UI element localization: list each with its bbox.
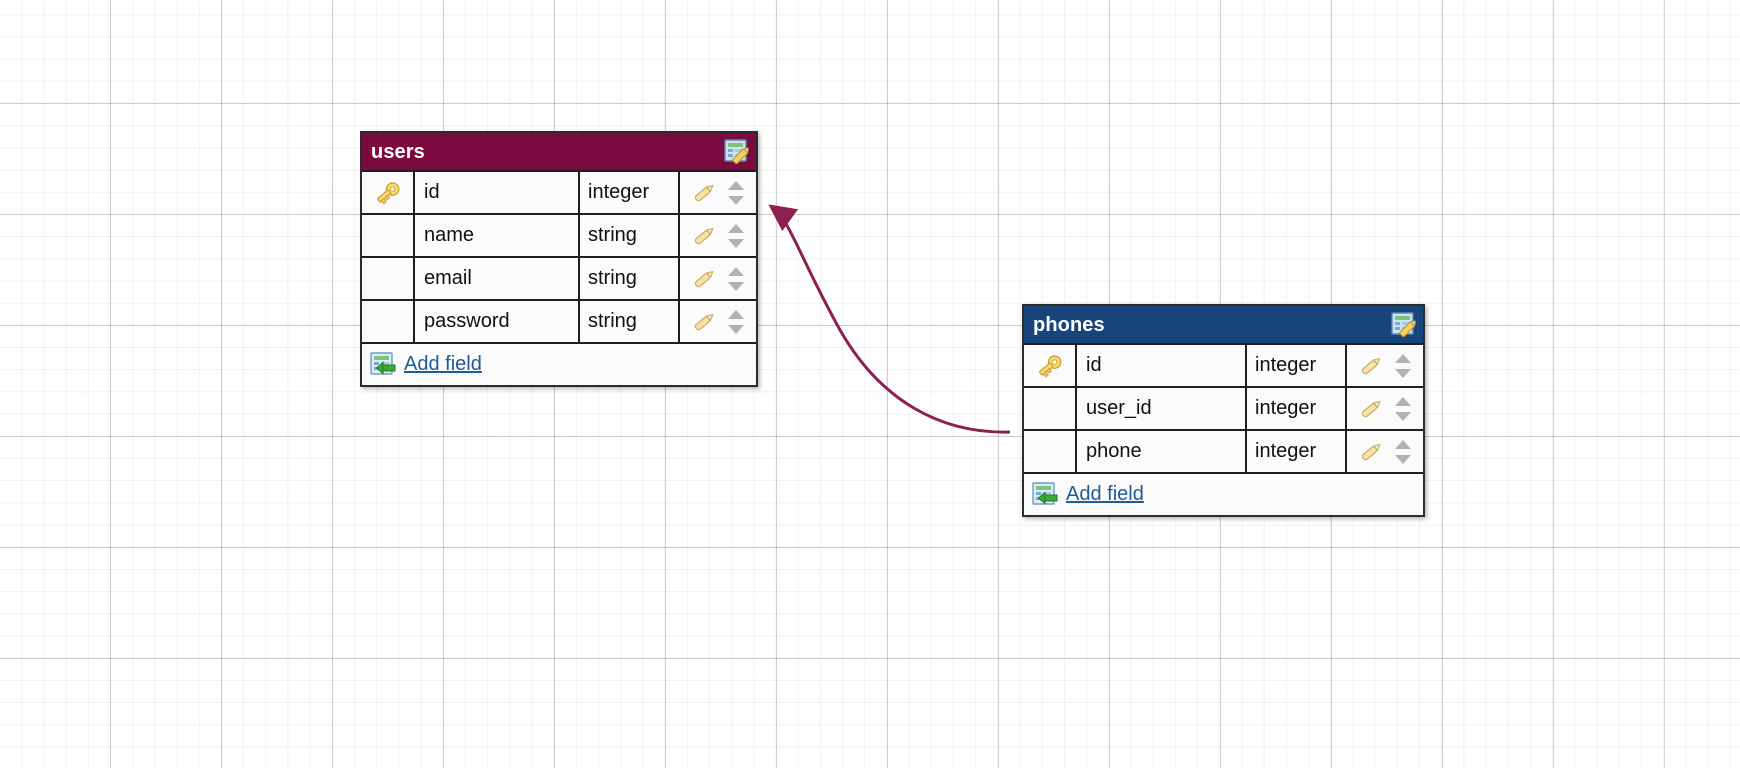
sort-arrows-icon[interactable] bbox=[1394, 396, 1412, 422]
key-icon bbox=[1035, 354, 1065, 378]
relationship-path bbox=[768, 204, 1011, 434]
field-actions[interactable] bbox=[1347, 345, 1423, 386]
pencil-icon[interactable] bbox=[691, 181, 717, 205]
table-row[interactable]: id integer bbox=[362, 170, 756, 213]
field-type: integer bbox=[1247, 345, 1347, 386]
field-type: string bbox=[580, 301, 680, 342]
table-row[interactable]: name string bbox=[362, 213, 756, 256]
field-type: integer bbox=[1247, 431, 1347, 472]
field-name: email bbox=[415, 258, 580, 299]
add-field-row-phones[interactable]: Add field bbox=[1024, 472, 1423, 515]
field-actions[interactable] bbox=[1347, 431, 1423, 472]
pencil-icon[interactable] bbox=[1358, 354, 1384, 378]
primary-key-cell bbox=[1024, 388, 1077, 429]
table-row[interactable]: phone integer bbox=[1024, 429, 1423, 472]
field-type: string bbox=[580, 258, 680, 299]
add-field-icon[interactable] bbox=[370, 352, 397, 377]
primary-key-cell bbox=[362, 172, 415, 213]
entity-title: phones bbox=[1033, 313, 1105, 336]
table-row[interactable]: user_id integer bbox=[1024, 386, 1423, 429]
table-row[interactable]: password string bbox=[362, 299, 756, 342]
entity-header-phones[interactable]: phones bbox=[1024, 306, 1423, 343]
primary-key-cell bbox=[1024, 431, 1077, 472]
add-field-link[interactable]: Add field bbox=[1066, 483, 1144, 505]
field-name: id bbox=[1077, 345, 1247, 386]
field-type: string bbox=[580, 215, 680, 256]
sort-arrows-icon[interactable] bbox=[727, 223, 745, 249]
primary-key-cell bbox=[362, 215, 415, 256]
pencil-icon[interactable] bbox=[1358, 397, 1384, 421]
table-edit-icon[interactable] bbox=[724, 139, 750, 165]
field-type: integer bbox=[1247, 388, 1347, 429]
sort-arrows-icon[interactable] bbox=[1394, 439, 1412, 465]
entity-title: users bbox=[371, 140, 425, 163]
sort-arrows-icon[interactable] bbox=[1394, 353, 1412, 379]
field-list-phones: id integer bbox=[1024, 343, 1423, 472]
table-edit-icon[interactable] bbox=[1391, 312, 1417, 338]
add-field-row-users[interactable]: Add field bbox=[362, 342, 756, 385]
field-actions[interactable] bbox=[680, 301, 756, 342]
primary-key-cell bbox=[1024, 345, 1077, 386]
sort-arrows-icon[interactable] bbox=[727, 266, 745, 292]
sort-arrows-icon[interactable] bbox=[727, 180, 745, 206]
field-actions[interactable] bbox=[1347, 388, 1423, 429]
field-list-users: id integer bbox=[362, 170, 756, 342]
add-field-icon[interactable] bbox=[1032, 482, 1059, 507]
entity-table-users[interactable]: users bbox=[360, 131, 758, 387]
pencil-icon[interactable] bbox=[691, 224, 717, 248]
table-row[interactable]: id integer bbox=[1024, 343, 1423, 386]
key-icon bbox=[373, 181, 403, 205]
field-actions[interactable] bbox=[680, 172, 756, 213]
field-name: user_id bbox=[1077, 388, 1247, 429]
field-type: integer bbox=[580, 172, 680, 213]
pencil-icon[interactable] bbox=[691, 310, 717, 334]
entity-header-users[interactable]: users bbox=[362, 133, 756, 170]
add-field-link[interactable]: Add field bbox=[404, 353, 482, 375]
entity-table-phones[interactable]: phones bbox=[1022, 304, 1425, 517]
primary-key-cell bbox=[362, 301, 415, 342]
field-name: phone bbox=[1077, 431, 1247, 472]
primary-key-cell bbox=[362, 258, 415, 299]
table-row[interactable]: email string bbox=[362, 256, 756, 299]
field-name: name bbox=[415, 215, 580, 256]
pencil-icon[interactable] bbox=[691, 267, 717, 291]
field-actions[interactable] bbox=[680, 258, 756, 299]
field-name: id bbox=[415, 172, 580, 213]
field-name: password bbox=[415, 301, 580, 342]
field-actions[interactable] bbox=[680, 215, 756, 256]
pencil-icon[interactable] bbox=[1358, 440, 1384, 464]
sort-arrows-icon[interactable] bbox=[727, 309, 745, 335]
